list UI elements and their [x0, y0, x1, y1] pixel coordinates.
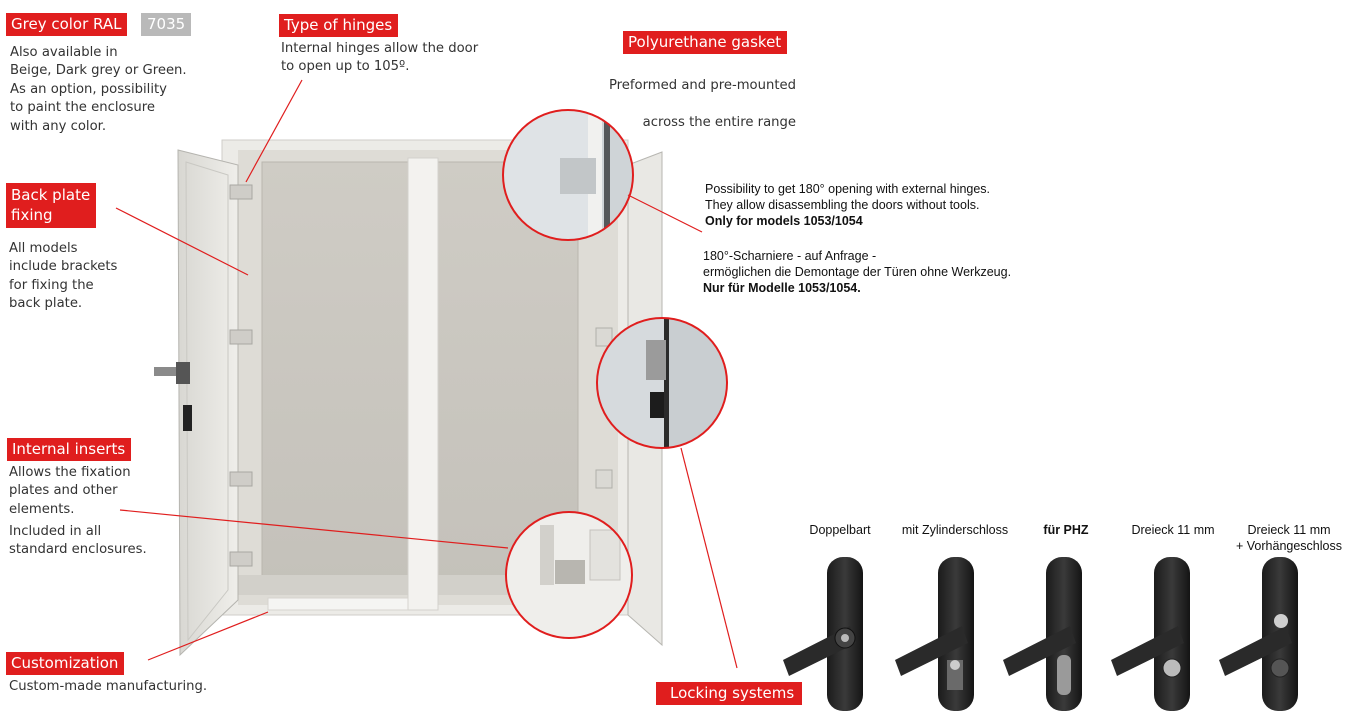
gasket-line-2: across the entire range: [642, 115, 796, 131]
zoom-inserts: [505, 511, 633, 639]
handle-label-zylinderschloss: mit Zylinderschloss: [901, 523, 1009, 537]
gasket-title: Polyurethane gasket: [623, 31, 788, 54]
external-hinges-de-bold: Nur für Modelle 1053/1054.: [703, 281, 861, 295]
handle-label-dreieck: Dreieck 11 mm: [1131, 523, 1215, 537]
handle-doppelbart: [783, 557, 863, 711]
locking-title: Locking systems: [656, 682, 803, 705]
external-hinges-de-1: 180°-Scharniere - auf Anfrage -: [703, 249, 877, 263]
ral-badge: 7035: [141, 13, 192, 36]
customization-text: Custom-made manufacturing.: [9, 679, 208, 694]
back-plate-title-2: fixing: [11, 206, 53, 224]
external-hinges-en-1: Possibility to get 180° opening with ext…: [705, 182, 991, 196]
handle-label-phz: für PHZ: [1043, 523, 1089, 537]
handle-dreieck: [1111, 557, 1190, 711]
external-hinges-en: Possibility to get 180° opening with ext…: [705, 181, 990, 229]
external-hinges-en-2: They allow disassembling the doors witho…: [705, 198, 980, 212]
external-hinges-en-bold: Only for models 1053/1054: [705, 214, 863, 228]
gasket-line-1: Preformed and pre-mounted: [608, 78, 796, 94]
back-plate-text: All models include brackets for fixing t…: [9, 241, 118, 312]
handle-label-dreieck-padlock: Dreieck 11 mm + Vorhängeschloss: [1236, 523, 1342, 553]
hinges-text: Internal hinges allow the door to open u…: [281, 41, 479, 75]
left-door: [154, 149, 253, 657]
grey-color-title: Grey color RAL: [6, 13, 128, 36]
external-hinges-de: 180°-Scharniere - auf Anfrage - ermöglic…: [703, 248, 1011, 296]
hinges-title: Type of hinges: [279, 14, 399, 37]
external-hinges-de-2: ermöglichen die Demontage der Türen ohne…: [703, 265, 1012, 279]
zoom-lock: [596, 317, 728, 449]
handle-zylinderschloss: [895, 557, 974, 711]
customization-title: Customization: [6, 652, 125, 675]
grey-color-text: Also available in Beige, Dark grey or Gr…: [10, 45, 187, 134]
back-plate-title-1: Back plate: [11, 186, 91, 204]
handle-phz: [1003, 557, 1082, 711]
gasket-text: Preformed and pre-mounted across the ent…: [598, 59, 796, 151]
leader-lines: [115, 79, 738, 669]
inserts-title: Internal inserts: [7, 438, 132, 461]
inserts-text-1: Allows the fixation plates and other ele…: [9, 465, 131, 517]
handle-dreieck-padlock: [1219, 557, 1298, 711]
back-plate-title: Back plate fixing: [6, 183, 97, 228]
inserts-text-2: Included in all standard enclosures.: [9, 524, 147, 558]
handle-label-doppelbart: Doppelbart: [809, 523, 871, 537]
